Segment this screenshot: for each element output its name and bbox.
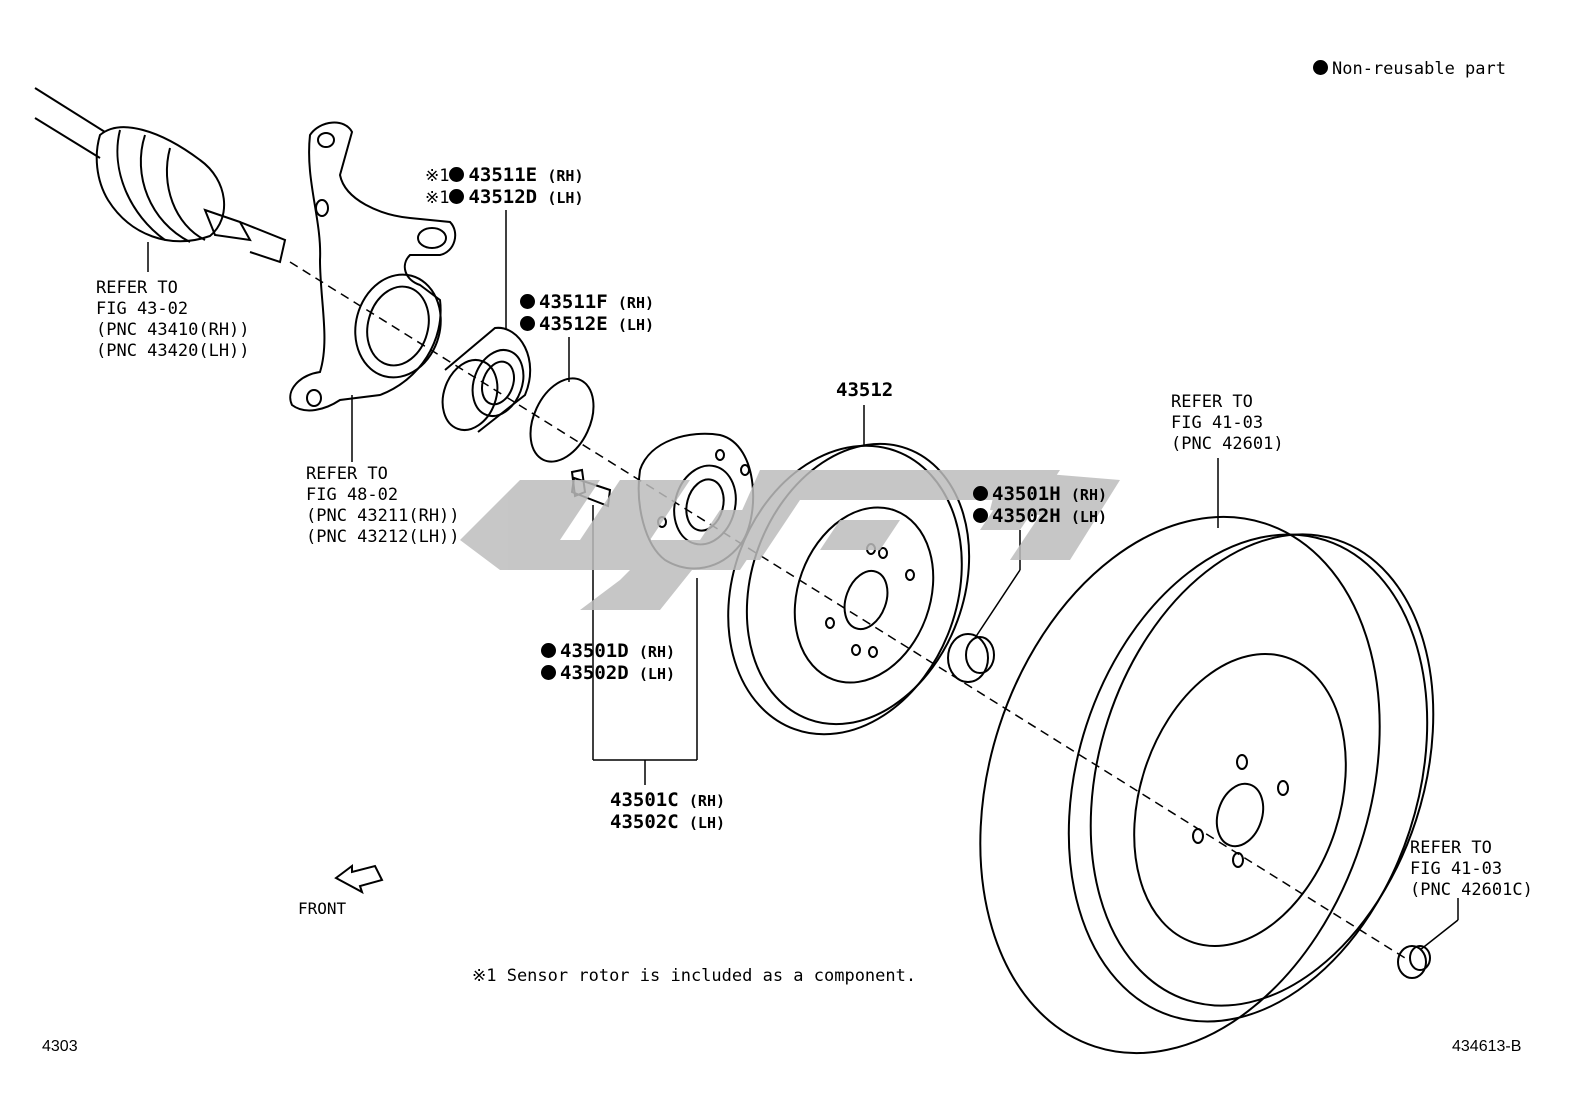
part-hub-lh: 43502C (LH) — [610, 811, 726, 833]
bullet-icon — [449, 167, 465, 182]
brake-disc — [727, 442, 971, 736]
bullet-icon — [1313, 60, 1328, 75]
bullet-icon — [520, 316, 535, 331]
part-bolt-lh: 43502D (LH) — [541, 663, 675, 685]
bullet-icon — [541, 643, 556, 658]
part-nut-rh: 43501H (RH) — [973, 484, 1107, 506]
wheel-nut — [1397, 945, 1431, 979]
sensor-rotor-note: ※1 Sensor rotor is included as a compone… — [472, 966, 917, 986]
page-number: 4303 — [42, 1038, 78, 1055]
snap-ring — [529, 377, 595, 463]
part-snapring-rh: 43511F (RH) — [520, 292, 654, 314]
part-bolt-rh: 43501D (RH) — [541, 641, 675, 663]
bullet-icon — [973, 486, 988, 501]
bullet-icon — [973, 508, 988, 523]
front-arrow — [334, 864, 384, 895]
drive-shaft — [34, 87, 287, 264]
assembly-axis — [289, 261, 1406, 959]
bullet-icon — [449, 189, 465, 204]
leader-lines — [147, 210, 1459, 951]
part-hub-rh: 43501C (RH) — [610, 789, 726, 811]
part-disc: 43512 — [836, 379, 894, 401]
wheel — [979, 515, 1435, 1055]
front-label: FRONT — [298, 899, 347, 918]
hub-nut — [947, 633, 995, 683]
legend-non-reusable: Non-reusable part — [1313, 59, 1506, 80]
bullet-icon — [541, 665, 556, 680]
figure-id: 434613-B — [1452, 1038, 1522, 1055]
bullet-icon — [520, 294, 535, 309]
part-nut-lh: 43502H (LH) — [973, 506, 1107, 528]
part-snapring-lh: 43512E (LH) — [520, 314, 654, 336]
hub-bearing — [441, 326, 532, 433]
steering-knuckle — [289, 121, 457, 412]
